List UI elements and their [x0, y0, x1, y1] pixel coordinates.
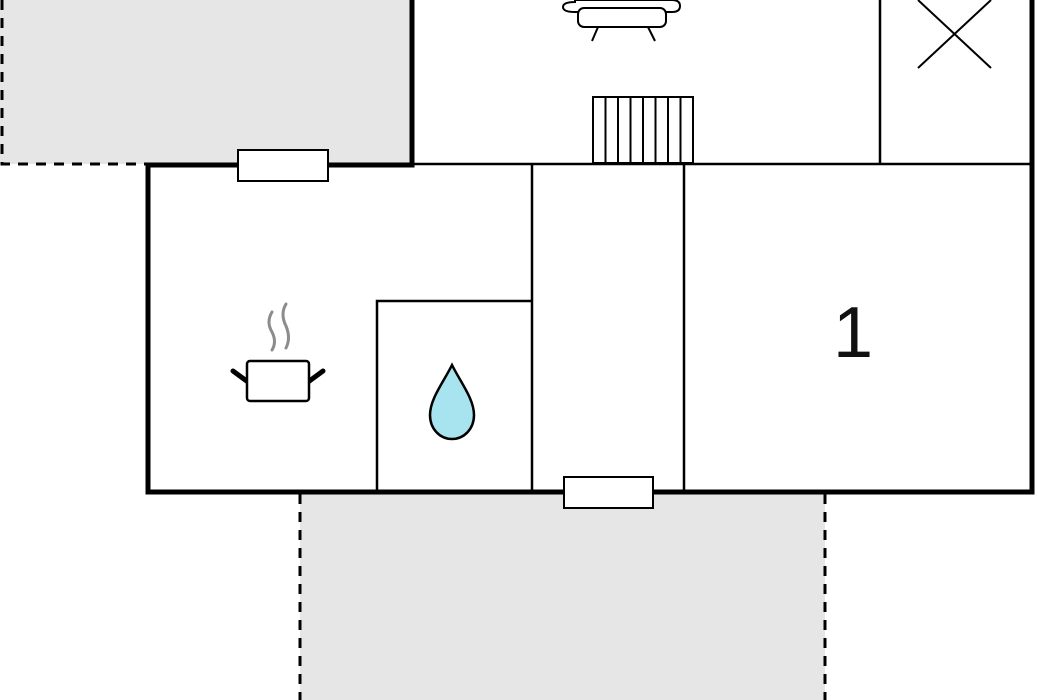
terrace-bottom	[298, 492, 827, 700]
stairs-icon	[592, 96, 694, 164]
window-icon	[237, 149, 329, 182]
window-icon	[563, 476, 654, 509]
terrace-top-left	[0, 0, 412, 166]
cooking-pot-icon	[230, 302, 326, 403]
room-number-label: 1	[833, 293, 873, 373]
water-drop-icon	[428, 362, 476, 441]
sofa-icon	[561, 0, 682, 42]
bed-cross-icon	[917, 0, 992, 69]
interior-walls	[375, 0, 1032, 492]
